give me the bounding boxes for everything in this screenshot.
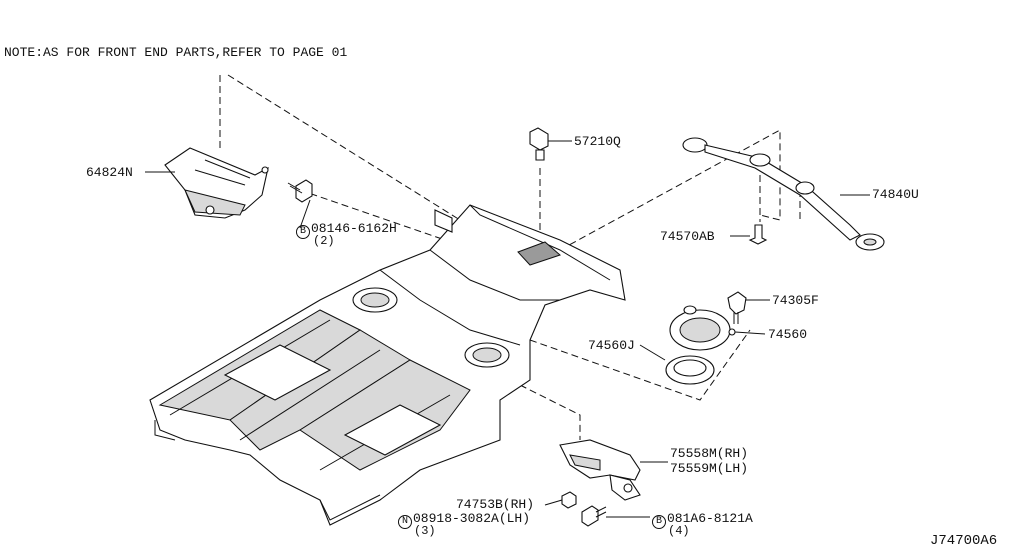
fastener-qty-081a6: (4) (668, 524, 690, 538)
nut-symbol-icon: N (398, 515, 412, 529)
page-note: NOTE:AS FOR FRONT END PARTS,REFER TO PAG… (4, 45, 348, 60)
bracket-75558m (559, 439, 641, 501)
bracket-64824n (164, 147, 269, 219)
part-label-57210q: 57210Q (574, 134, 621, 149)
bolt-081a6 (581, 505, 607, 527)
part-label-74753b: 74753B(RH) (456, 497, 535, 512)
rear-floor-panel (149, 204, 626, 526)
fastener-qty-08146: (2) (313, 234, 335, 248)
part-label-75559m: 75559M(LH) (670, 461, 749, 476)
screw-74570ab (748, 224, 768, 245)
bolt-symbol-icon: B (652, 515, 666, 529)
part-label-75558m: 75558M(RH) (670, 446, 749, 461)
label-leaders (145, 140, 870, 518)
part-label-74570ab: 74570AB (660, 229, 715, 244)
dashed-leaders (219, 74, 801, 440)
strip-74840u (682, 137, 885, 251)
bolt-symbol-icon: B (296, 225, 310, 239)
clip-57210q (529, 127, 549, 161)
bolt-08146 (287, 179, 313, 203)
nut-08918 (561, 491, 577, 509)
grommet-74560 (669, 305, 731, 351)
clip-74305f (727, 291, 747, 336)
fastener-code: 08146-6162H (311, 221, 397, 236)
part-label-74840u: 74840U (872, 187, 919, 202)
part-label-74560j: 74560J (588, 338, 635, 353)
fastener-qty-08918: (3) (414, 524, 436, 538)
part-label-74560: 74560 (768, 327, 808, 342)
grommet-74560j (665, 355, 715, 385)
part-label-64824n: 64824N (86, 165, 133, 180)
part-label-74305f: 74305F (772, 293, 819, 308)
figure-id: J74700A6 (930, 533, 998, 549)
fastener-code: 081A6-8121A (667, 511, 753, 526)
fastener-code: 08918-3082A(LH) (413, 511, 531, 526)
